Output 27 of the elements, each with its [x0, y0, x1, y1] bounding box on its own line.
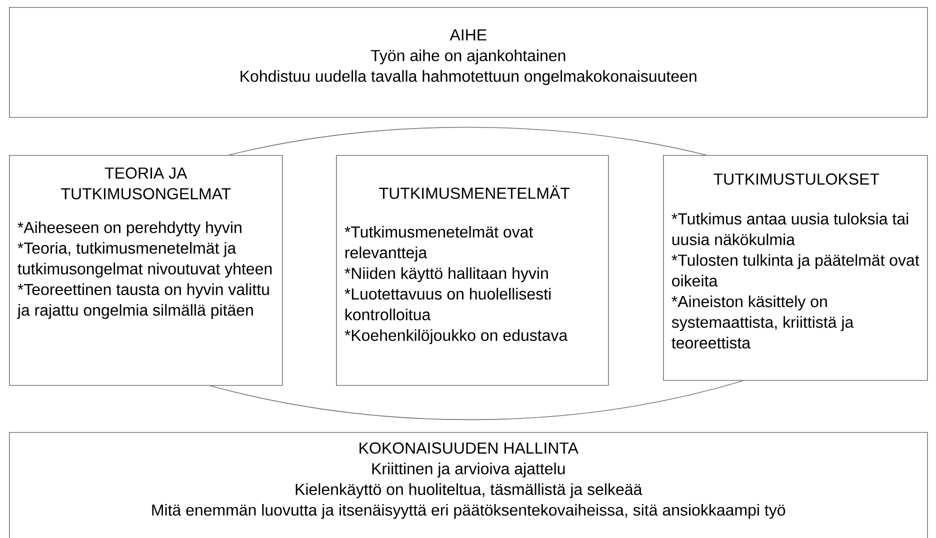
- topic-box: [9, 7, 928, 118]
- bullet-text: *Tutkimus antaa uusia tuloksia tai uusia näkökulmia: [672, 212, 908, 246]
- bullet-text: *Teoria, tutkimusmenetelmät ja tutkimusongelmat nivoutuvat yhteen: [18, 242, 272, 278]
- results-box: [663, 155, 928, 381]
- bullet-text: *Tutkimusmenetelmät ovat relevantteja: [344, 226, 534, 262]
- bullet-text: *Teoreettinen tausta on hyvin valittu ja rajattu ongelmia silmällä pitäen: [17, 283, 269, 319]
- bullet-text: *Tulosten tulkinta ja päätelmät ovat oikeita: [672, 254, 920, 287]
- summary-box: [9, 432, 928, 538]
- body-text: Kohdistuu uudella tavalla hahmotettuun ongelmakokonaisuuteen: [240, 70, 696, 86]
- body-text: Kielenkäyttö on huoliteltua, täsmällistä ja selkeää: [296, 483, 642, 498]
- box-heading: KOKONAISUUDEN HALLINTA: [360, 442, 578, 454]
- box-heading: AIHE: [450, 29, 486, 40]
- body-text: Mitä enemmän luovutta ja itsenäisyyttä eri päätöksentekovaiheissa, sitä ansiokkaampi työ: [152, 504, 786, 519]
- bullet-text: *Aiheeseen on perehdytty hyvin: [18, 221, 242, 236]
- body-text: Työn aihe on ajankohtainen: [370, 49, 566, 64]
- bullet-text: *Koehenkilöjoukko on edustava: [344, 329, 568, 344]
- theory-box: [9, 155, 283, 386]
- curved-line: [228, 126, 706, 156]
- bullet-text: *Luotettavuus on huolellisesti kontrolloitua: [344, 288, 551, 320]
- box-heading: TEORIA JA TUTKIMUSONGELMAT: [61, 167, 231, 200]
- body-text: Kriittinen ja arvioiva ajattelu: [372, 462, 565, 478]
- box-heading: TUTKIMUSTULOKSET: [714, 173, 880, 185]
- bullet-text: *Niiden käyttö hallitaan hyvin: [344, 267, 548, 282]
- curved-line: [210, 380, 744, 420]
- bullet-text: *Aineiston käsittely on systemaattista, kriittistä ja teoreettista: [672, 295, 854, 349]
- box-heading: TUTKIMUSMENETELMÄT: [379, 185, 570, 199]
- methods-box: [336, 155, 609, 386]
